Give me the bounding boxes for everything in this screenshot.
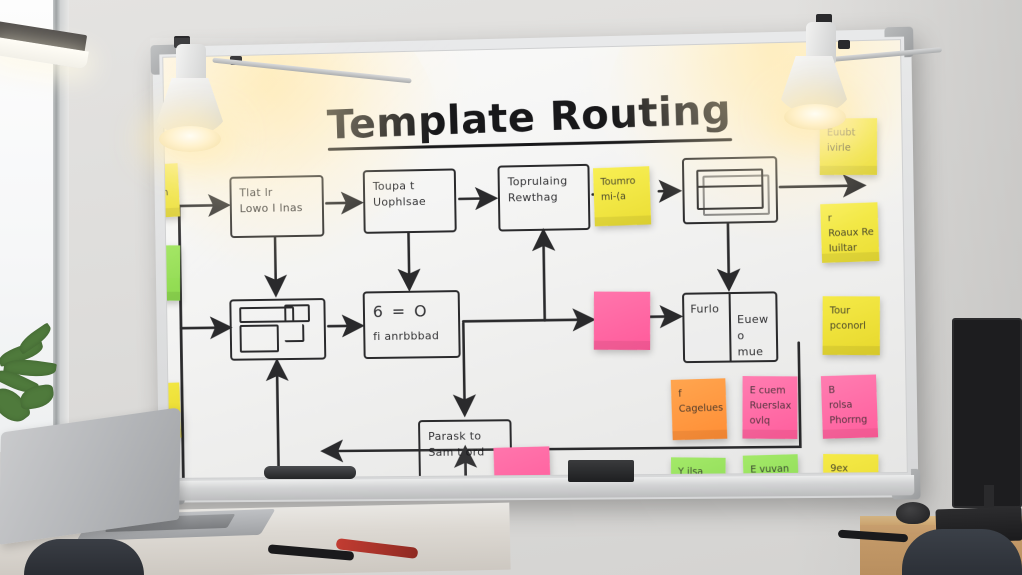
sticky-note-right-3[interactable]: Tour pconorl [822, 296, 880, 356]
node-half-left: Furlo [684, 294, 730, 361]
monitor-stand [984, 485, 994, 511]
note-line: Ruduth [162, 187, 169, 201]
sticky-note-inline-flow[interactable]: Toumro mi-(a [592, 166, 652, 227]
note-line: Sywh [162, 252, 173, 267]
sticky-note-center-2[interactable] [493, 446, 552, 479]
table-shadow-icon [702, 174, 770, 216]
node-line: Rewthag [507, 190, 558, 205]
whiteboard-marker[interactable] [264, 466, 356, 479]
window-frame [60, 0, 69, 452]
layout-panel-icon [239, 324, 280, 353]
note-line: 9 j [162, 390, 173, 406]
node-line: Toprulaing [507, 174, 568, 189]
whiteboard-surface: Template Routing [162, 39, 908, 479]
note-line: Roaux Re [828, 226, 874, 240]
note-line: E cuem [749, 385, 786, 397]
sticky-note-cluster-1[interactable]: f Cagelues [670, 378, 728, 441]
note-line: ovlq [749, 415, 771, 428]
node-template-source[interactable]: Toupa t Uophlsae [362, 168, 457, 234]
note-line: ivirle [826, 142, 851, 154]
note-line: B [828, 384, 836, 397]
node-line: 6 = O [372, 301, 429, 322]
whiteboard-frame: Template Routing [152, 29, 918, 503]
lamp-clamp-icon [838, 40, 850, 49]
node-line: o mue [737, 329, 764, 359]
whiteboard-eraser[interactable] [568, 460, 634, 482]
note-line: mi-(a [600, 191, 627, 204]
node-half-right: Euew o mue [728, 293, 777, 361]
node-table-sketch[interactable] [681, 156, 779, 225]
note-line: Oalist [162, 267, 173, 282]
chair-right [902, 529, 1022, 575]
flowchart-connectors [163, 40, 907, 478]
window-mullion [53, 0, 60, 452]
note-line: Phorrng [829, 414, 868, 427]
sticky-note-cluster-2[interactable]: E cuem Ruerslax ovlq [742, 376, 798, 440]
layout-connector-icon [284, 324, 305, 343]
note-line: Toumro [600, 175, 636, 189]
note-line: pconorl [829, 320, 867, 333]
node-layout-sketch[interactable] [229, 298, 327, 361]
node-line: Uophlsae [372, 194, 427, 209]
computer-mouse [896, 502, 930, 524]
whiteboard: Template Routing [152, 29, 918, 503]
note-line: Euubt [826, 127, 856, 139]
note-line: f [678, 388, 682, 400]
node-line: Sam t ord [428, 445, 485, 459]
note-line: rolsa [828, 399, 853, 412]
node-routing[interactable]: Toprulaing Rewthag [497, 163, 591, 232]
note-line: Cagelues [678, 402, 724, 416]
node-rule-split[interactable]: Furlo Euew o mue [682, 291, 779, 364]
node-line: Tlat lr [239, 185, 273, 200]
sticky-note-cluster-3[interactable]: B rolsa Phorrng [820, 374, 879, 439]
lamp-bulb [159, 126, 221, 152]
sticky-note-center-1[interactable] [593, 291, 651, 350]
node-line: Parask to [428, 429, 482, 443]
note-line: Ruerslax [749, 400, 792, 412]
note-line: r [827, 212, 832, 225]
node-line: Furlo [690, 302, 720, 316]
node-intake[interactable]: Tlat lr Lowo I lnas [229, 174, 325, 239]
note-line: Tour [829, 305, 851, 317]
node-line: Lowo I lnas [239, 201, 303, 216]
monitor [952, 318, 1022, 508]
note-line: Lu t [162, 282, 173, 297]
sticky-note-left-2[interactable]: Sywh Oalist Lu t [162, 245, 181, 301]
layout-side-icon [284, 304, 310, 323]
lamp-bulb [784, 104, 846, 130]
node-line: Euew [736, 312, 769, 327]
houseplant [0, 300, 74, 430]
node-line: fi anrbbbad [373, 329, 440, 344]
note-line: Iuiltar [828, 242, 858, 255]
chair-front [24, 539, 144, 575]
sticky-note-left-1[interactable]: Tuw Ruduth [162, 163, 181, 220]
sticky-note-right-2[interactable]: r Roaux Re Iuiltar [820, 202, 880, 263]
node-line: Toupa t [372, 179, 415, 193]
node-mapping[interactable]: 6 = O fi anrbbbad [362, 290, 461, 360]
flowchart [163, 40, 907, 478]
